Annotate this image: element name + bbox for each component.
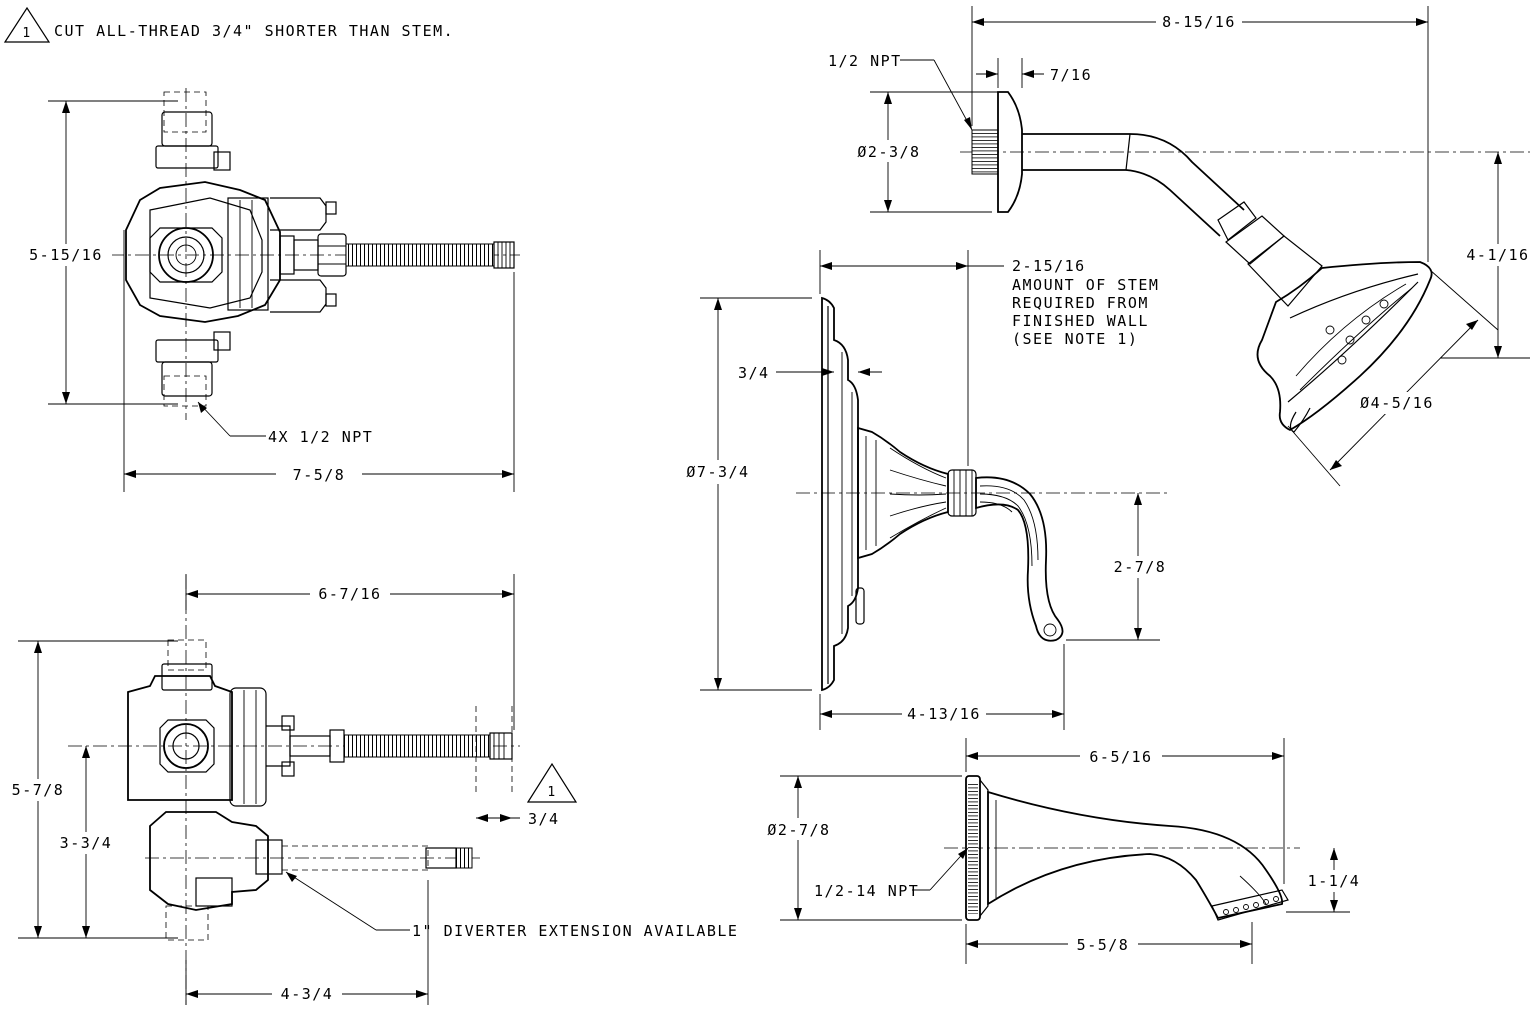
valve-front-view: 5-15/16 7-5/8 4X 1/2 NPT <box>20 88 520 492</box>
valve-ports-callout: 4X 1/2 NPT <box>268 428 373 446</box>
valve-cut-dim: 3/4 <box>528 810 560 828</box>
stem-note-line-2: REQUIRED FROM <box>1012 294 1149 312</box>
stem-note-line-4: (SEE NOTE 1) <box>1012 330 1138 348</box>
plate-dia-dim: Ø7-3/4 <box>686 463 749 481</box>
stem-note-line-1: AMOUNT OF STEM <box>1012 276 1159 294</box>
valve-side-height-dim: 5-7/8 <box>12 781 65 799</box>
arm-reach-dim: 8-15/16 <box>1162 13 1236 31</box>
diverter-callout: 1" DIVERTER EXTENSION AVAILABLE <box>412 922 738 940</box>
general-note: 1 CUT ALL-THREAD 3/4" SHORTER THAN STEM. <box>3 6 454 43</box>
head-dia-dim: Ø4-5/16 <box>1360 394 1434 412</box>
spout-length-dim: 6-5/16 <box>1089 748 1152 766</box>
note-text: CUT ALL-THREAD 3/4" SHORTER THAN STEM. <box>54 22 454 40</box>
note-triangle-icon <box>3 6 51 43</box>
stem-length-dim: 2-15/16 <box>1012 257 1086 275</box>
valve-front-height-dim: 5-15/16 <box>29 246 103 264</box>
plate-thickness-dim: 3/4 <box>738 364 770 382</box>
valve-side-width-dim: 6-7/16 <box>318 585 381 603</box>
handle-drop-dim: 2-7/8 <box>1114 558 1167 576</box>
arm-drop-dim: 4-1/16 <box>1466 246 1529 264</box>
valve-side-view: 6-7/16 5-7/8 3-3/4 4-3/4 3/4 1 1" DIVERT… <box>8 574 738 1005</box>
note-marker: 1 <box>22 26 31 41</box>
valve-side-depth-dim: 4-3/4 <box>281 985 334 1003</box>
spout-reach-dim: 5-5/8 <box>1077 936 1130 954</box>
spout-npt-callout: 1/2-14 NPT <box>814 882 919 900</box>
flange-dia-dim: Ø2-3/8 <box>857 143 920 161</box>
stem-note-line-3: FINISHED WALL <box>1012 312 1149 330</box>
valve-front-width-dim: 7-5/8 <box>293 466 346 484</box>
spout-dia-dim: Ø2-7/8 <box>767 821 830 839</box>
spout-outlet-dim: 1-1/4 <box>1308 872 1361 890</box>
note-ref-triangle-icon <box>526 762 578 803</box>
valve-side-center-dim: 3-3/4 <box>60 834 113 852</box>
flange-thickness-dim: 7/16 <box>1050 66 1092 84</box>
handle-trim-view: 2-15/16 AMOUNT OF STEM REQUIRED FROM FIN… <box>680 250 1172 730</box>
arm-npt-callout: 1/2 NPT <box>828 52 902 70</box>
note-ref-marker: 1 <box>547 785 556 800</box>
handle-reach-dim: 4-13/16 <box>907 705 981 723</box>
tub-spout-view: 6-5/16 Ø2-7/8 1/2-14 NPT 1-1/4 5-5/8 <box>756 738 1366 964</box>
shower-arm-view: 8-15/16 7/16 1/2 NPT Ø2-3/8 4-1/16 Ø4-5/… <box>828 6 1532 487</box>
